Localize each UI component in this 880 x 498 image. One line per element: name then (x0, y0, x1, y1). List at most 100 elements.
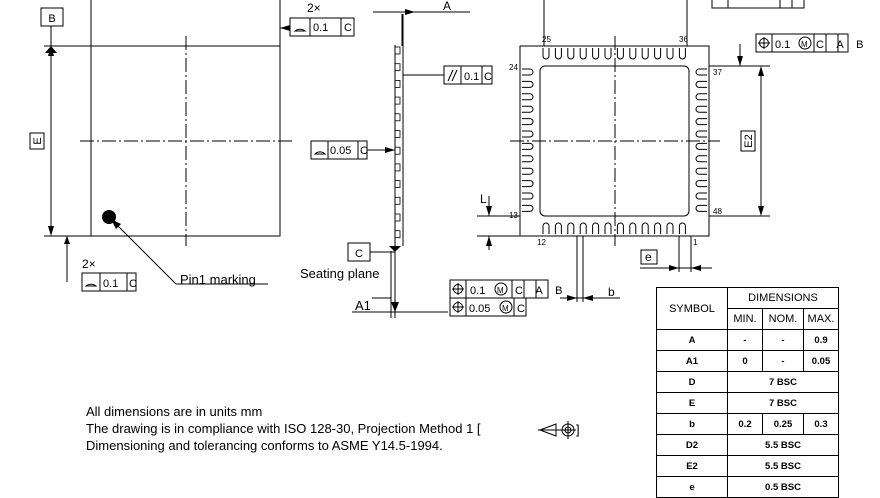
pad (554, 48, 562, 60)
drawing-notes: All dimensions are in units mm The drawi… (86, 403, 481, 454)
side-terminal (394, 130, 401, 138)
pad (695, 180, 707, 188)
side-terminal (394, 163, 401, 172)
flatness-icon (293, 28, 307, 32)
pin-25: 25 (542, 35, 551, 44)
position-b2-ref: C (517, 303, 525, 315)
projection-method-icon (538, 421, 576, 439)
pad (554, 222, 562, 234)
header-nom: NOM. (762, 308, 804, 330)
parallelism-ref: C (484, 71, 492, 83)
side-terminal (394, 196, 401, 205)
pad (695, 155, 707, 163)
side-terminal (394, 146, 401, 155)
pin1-marking-dot (102, 210, 116, 224)
pad (522, 192, 534, 200)
pad (695, 167, 707, 175)
header-dimensions: DIMENSIONS (727, 287, 839, 309)
datum-b-box (40, 7, 64, 27)
dim-b-label: b (608, 285, 615, 299)
position-b2-value: 0.05 (469, 303, 490, 315)
notes-line2: The drawing is in compliance with ISO 12… (86, 421, 481, 436)
pad (654, 222, 662, 234)
pad (641, 222, 649, 234)
pad (629, 222, 637, 234)
dim-l-label: L (480, 192, 487, 206)
dim-pitch-e-label: e (645, 250, 652, 264)
header-max: MAX. (803, 308, 839, 330)
flatness-top-ref: C (344, 22, 352, 34)
pad (592, 222, 600, 234)
profile-fcf-mid (310, 140, 395, 160)
two-x-bottom: 2× (82, 257, 96, 271)
pad (695, 105, 707, 113)
position-e2-value: 0.1 (775, 39, 790, 51)
side-view-body (394, 46, 401, 239)
position-fcf-b2 (449, 297, 527, 317)
pad (522, 80, 534, 88)
pin-24: 24 (509, 63, 518, 72)
flatness-bottom-ref: C (129, 278, 137, 290)
pad (678, 48, 686, 60)
parallelism-value: 0.1 (464, 71, 479, 83)
pad (522, 68, 534, 76)
svg-text:M: M (497, 286, 504, 295)
pad (592, 48, 600, 60)
pad (616, 222, 624, 234)
side-terminal (394, 180, 401, 189)
a1-label: A1 (355, 298, 371, 313)
pad (695, 118, 707, 126)
pad (629, 48, 637, 60)
pad (695, 142, 707, 150)
pin-1: 1 (693, 238, 698, 247)
pad (542, 48, 550, 60)
pin-12: 12 (537, 238, 546, 247)
pad (695, 68, 707, 76)
pad (522, 180, 534, 188)
pad (695, 80, 707, 88)
pad (666, 48, 674, 60)
position-b1-value: 0.1 (470, 285, 485, 297)
pad (522, 167, 534, 175)
side-terminal (394, 63, 401, 72)
pad (695, 192, 707, 200)
dim-e-label: E (32, 137, 44, 144)
pad (695, 130, 707, 138)
position-e2-refs: C A B (816, 39, 869, 51)
pin1-marking-label: Pin1 marking (180, 272, 256, 287)
pad (695, 93, 707, 101)
table-row: A--0.9 (656, 329, 839, 351)
dim-e2-label: E2 (743, 134, 755, 147)
pin1-leader (114, 222, 177, 285)
pad (641, 48, 649, 60)
side-terminal (394, 46, 401, 55)
side-terminal (394, 80, 401, 88)
pad (522, 142, 534, 150)
dimensions-table: SYMBOL DIMENSIONS MIN. NOM. MAX. A--0.9 … (656, 287, 839, 498)
pad (695, 204, 707, 212)
flatness-fcf-bottom (81, 272, 137, 292)
pad (522, 105, 534, 113)
pad (666, 222, 674, 234)
pad (522, 204, 534, 212)
seating-plane-label: Seating plane (300, 266, 380, 281)
header-min: MIN. (727, 308, 763, 330)
two-x-top: 2× (307, 1, 321, 15)
pad (522, 118, 534, 126)
flatness-top-value: 0.1 (313, 22, 328, 34)
pad (654, 48, 662, 60)
bottom-view-pins (522, 48, 707, 234)
profile-mid-value: 0.05 (330, 145, 351, 157)
pad (579, 222, 587, 234)
pad (604, 222, 612, 234)
notes-line3: Dimensioning and tolerancing conforms to… (86, 438, 443, 453)
pad (542, 222, 550, 234)
parallelism-fcf (403, 65, 493, 85)
flatness-fcf-top (289, 17, 355, 37)
pad (604, 48, 612, 60)
